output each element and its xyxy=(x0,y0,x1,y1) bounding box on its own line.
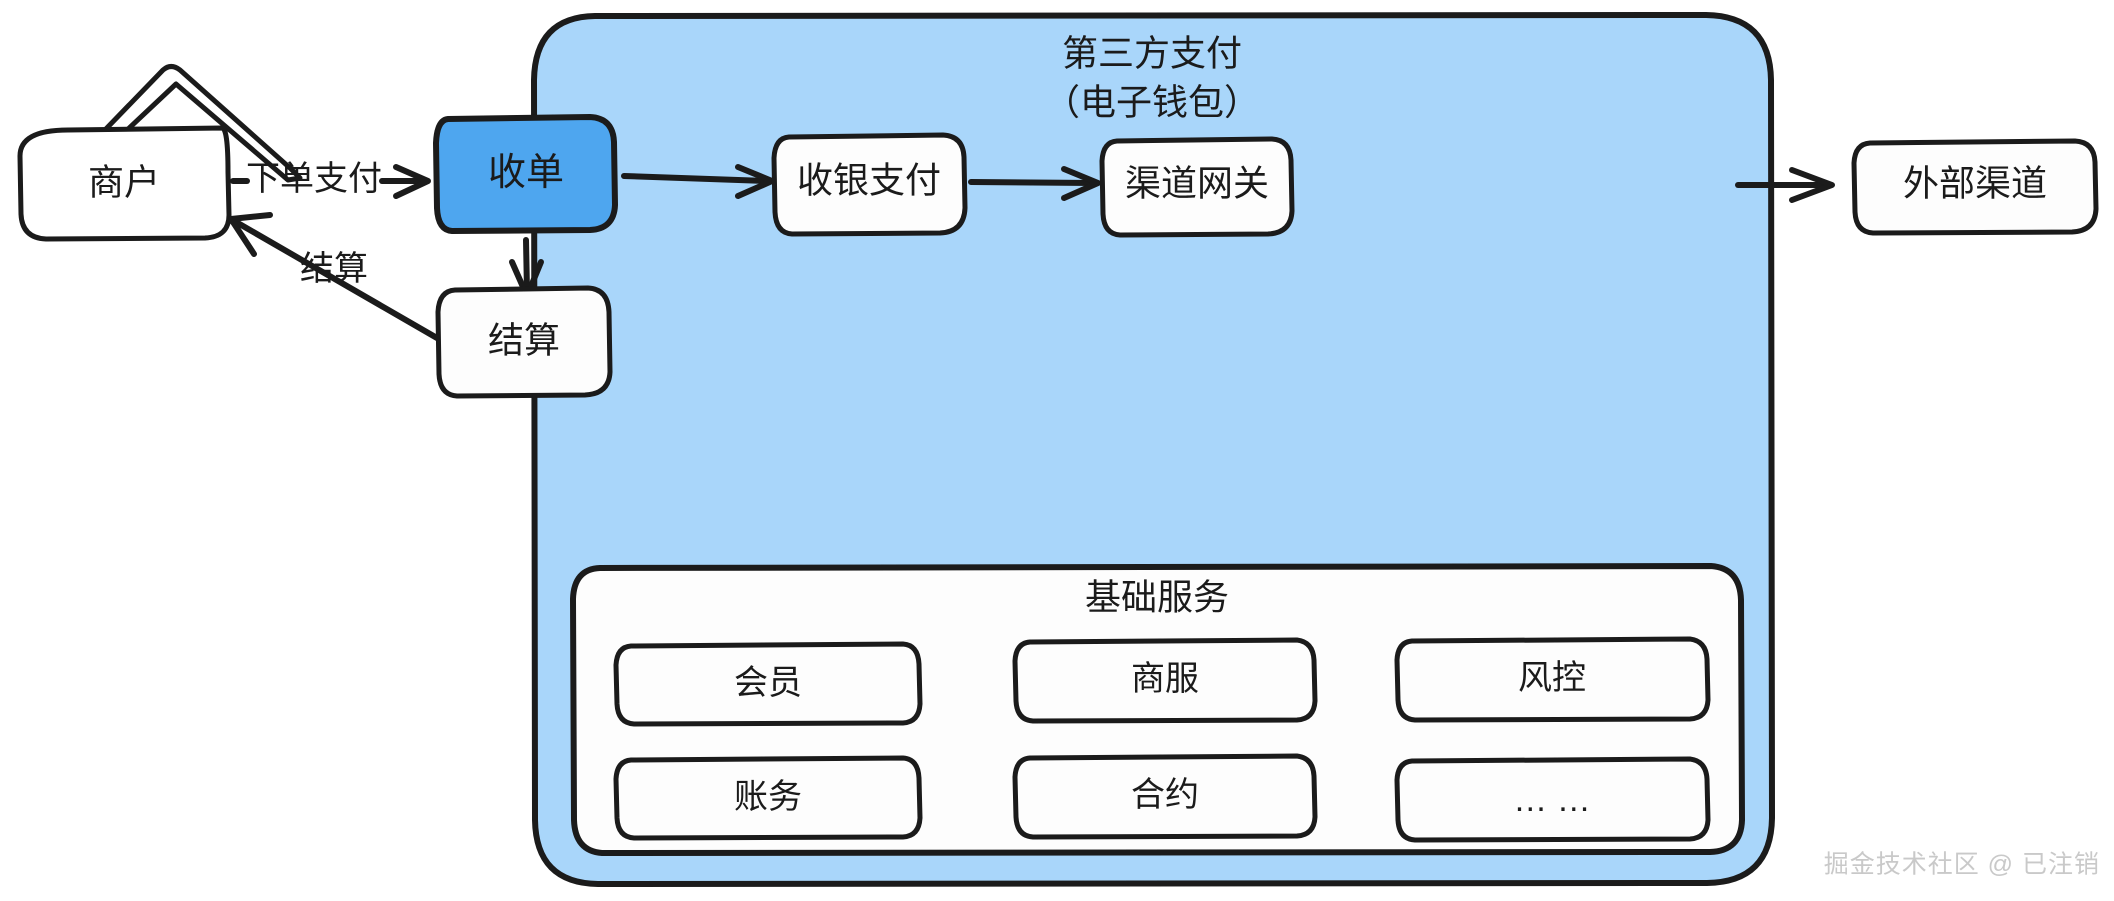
node-external-channel[interactable]: 外部渠道 xyxy=(1851,138,2099,236)
accounting-box xyxy=(613,755,923,841)
risk-control-box xyxy=(1394,636,1711,723)
member-box xyxy=(613,641,923,727)
merchant-service-label: 商服 xyxy=(1131,660,1199,698)
more-label: … … xyxy=(1513,781,1590,819)
node-acquiring[interactable]: 收单 xyxy=(433,114,618,234)
more-box xyxy=(1394,756,1711,843)
arrowhead-to-gateway xyxy=(1061,166,1101,201)
base-service-item-member[interactable]: 会员 xyxy=(613,641,923,727)
node-merchant[interactable]: 商户 xyxy=(17,64,303,242)
edge-settlement-to-merchant: 结算 xyxy=(228,212,440,341)
merchant-service-box xyxy=(1012,637,1318,724)
arrowhead-to-acquiring xyxy=(393,164,431,199)
accounting-label: 账务 xyxy=(734,778,802,816)
edge-line-cashier-gw xyxy=(968,179,1097,186)
edge-merchant-to-acquiring: 下单支付 xyxy=(230,160,431,199)
base-services-panel: 基础服务 会员 商服 风控 账务 合约 xyxy=(570,563,1745,856)
risk-control-label: 风控 xyxy=(1518,659,1586,697)
contract-box xyxy=(1012,753,1318,840)
edge-line-settle-merchant xyxy=(233,219,440,341)
container-title-line1: 第三方支付 xyxy=(1062,33,1242,74)
edge-line-acq-cashier xyxy=(621,173,771,184)
edge-gateway-to-external xyxy=(1735,167,1835,203)
edge-label-settlement: 结算 xyxy=(300,250,368,288)
arrowhead-to-external xyxy=(1789,167,1835,203)
acquiring-box xyxy=(433,114,618,234)
external-channel-box xyxy=(1851,138,2099,236)
merchant-body xyxy=(17,125,232,242)
container-title-line2: （电子钱包） xyxy=(1044,82,1260,123)
base-service-item-accounting[interactable]: 账务 xyxy=(613,755,923,841)
edge-cashier-to-gateway xyxy=(968,166,1101,201)
arrowhead-to-merchant xyxy=(228,212,273,257)
node-channel-gateway[interactable]: 渠道网关 xyxy=(1099,136,1295,238)
acquiring-label: 收单 xyxy=(488,152,564,194)
merchant-label: 商户 xyxy=(88,162,160,203)
settlement-label: 结算 xyxy=(488,320,560,361)
watermark: 掘金技术社区 @ 已注销 xyxy=(1824,851,2100,879)
channel-gateway-label: 渠道网关 xyxy=(1125,163,1269,204)
cashier-payment-label: 收银支付 xyxy=(797,160,941,201)
base-service-item-risk-control[interactable]: 风控 xyxy=(1394,636,1711,723)
node-settlement[interactable]: 结算 xyxy=(435,285,613,399)
external-channel-label: 外部渠道 xyxy=(1903,163,2047,204)
edge-line-acq-settle xyxy=(523,237,530,295)
base-service-item-more[interactable]: … … xyxy=(1394,756,1711,843)
cashier-payment-box xyxy=(771,132,968,237)
contract-label: 合约 xyxy=(1131,776,1199,814)
base-service-item-contract[interactable]: 合约 xyxy=(1012,753,1318,840)
member-label: 会员 xyxy=(734,664,802,702)
base-service-item-merchant-service[interactable]: 商服 xyxy=(1012,637,1318,724)
edge-label-order-payment: 下单支付 xyxy=(246,160,382,198)
base-services-title: 基础服务 xyxy=(1085,577,1229,618)
node-cashier-payment[interactable]: 收银支付 xyxy=(771,132,968,237)
channel-gateway-box xyxy=(1099,136,1295,238)
settlement-box xyxy=(435,285,613,399)
